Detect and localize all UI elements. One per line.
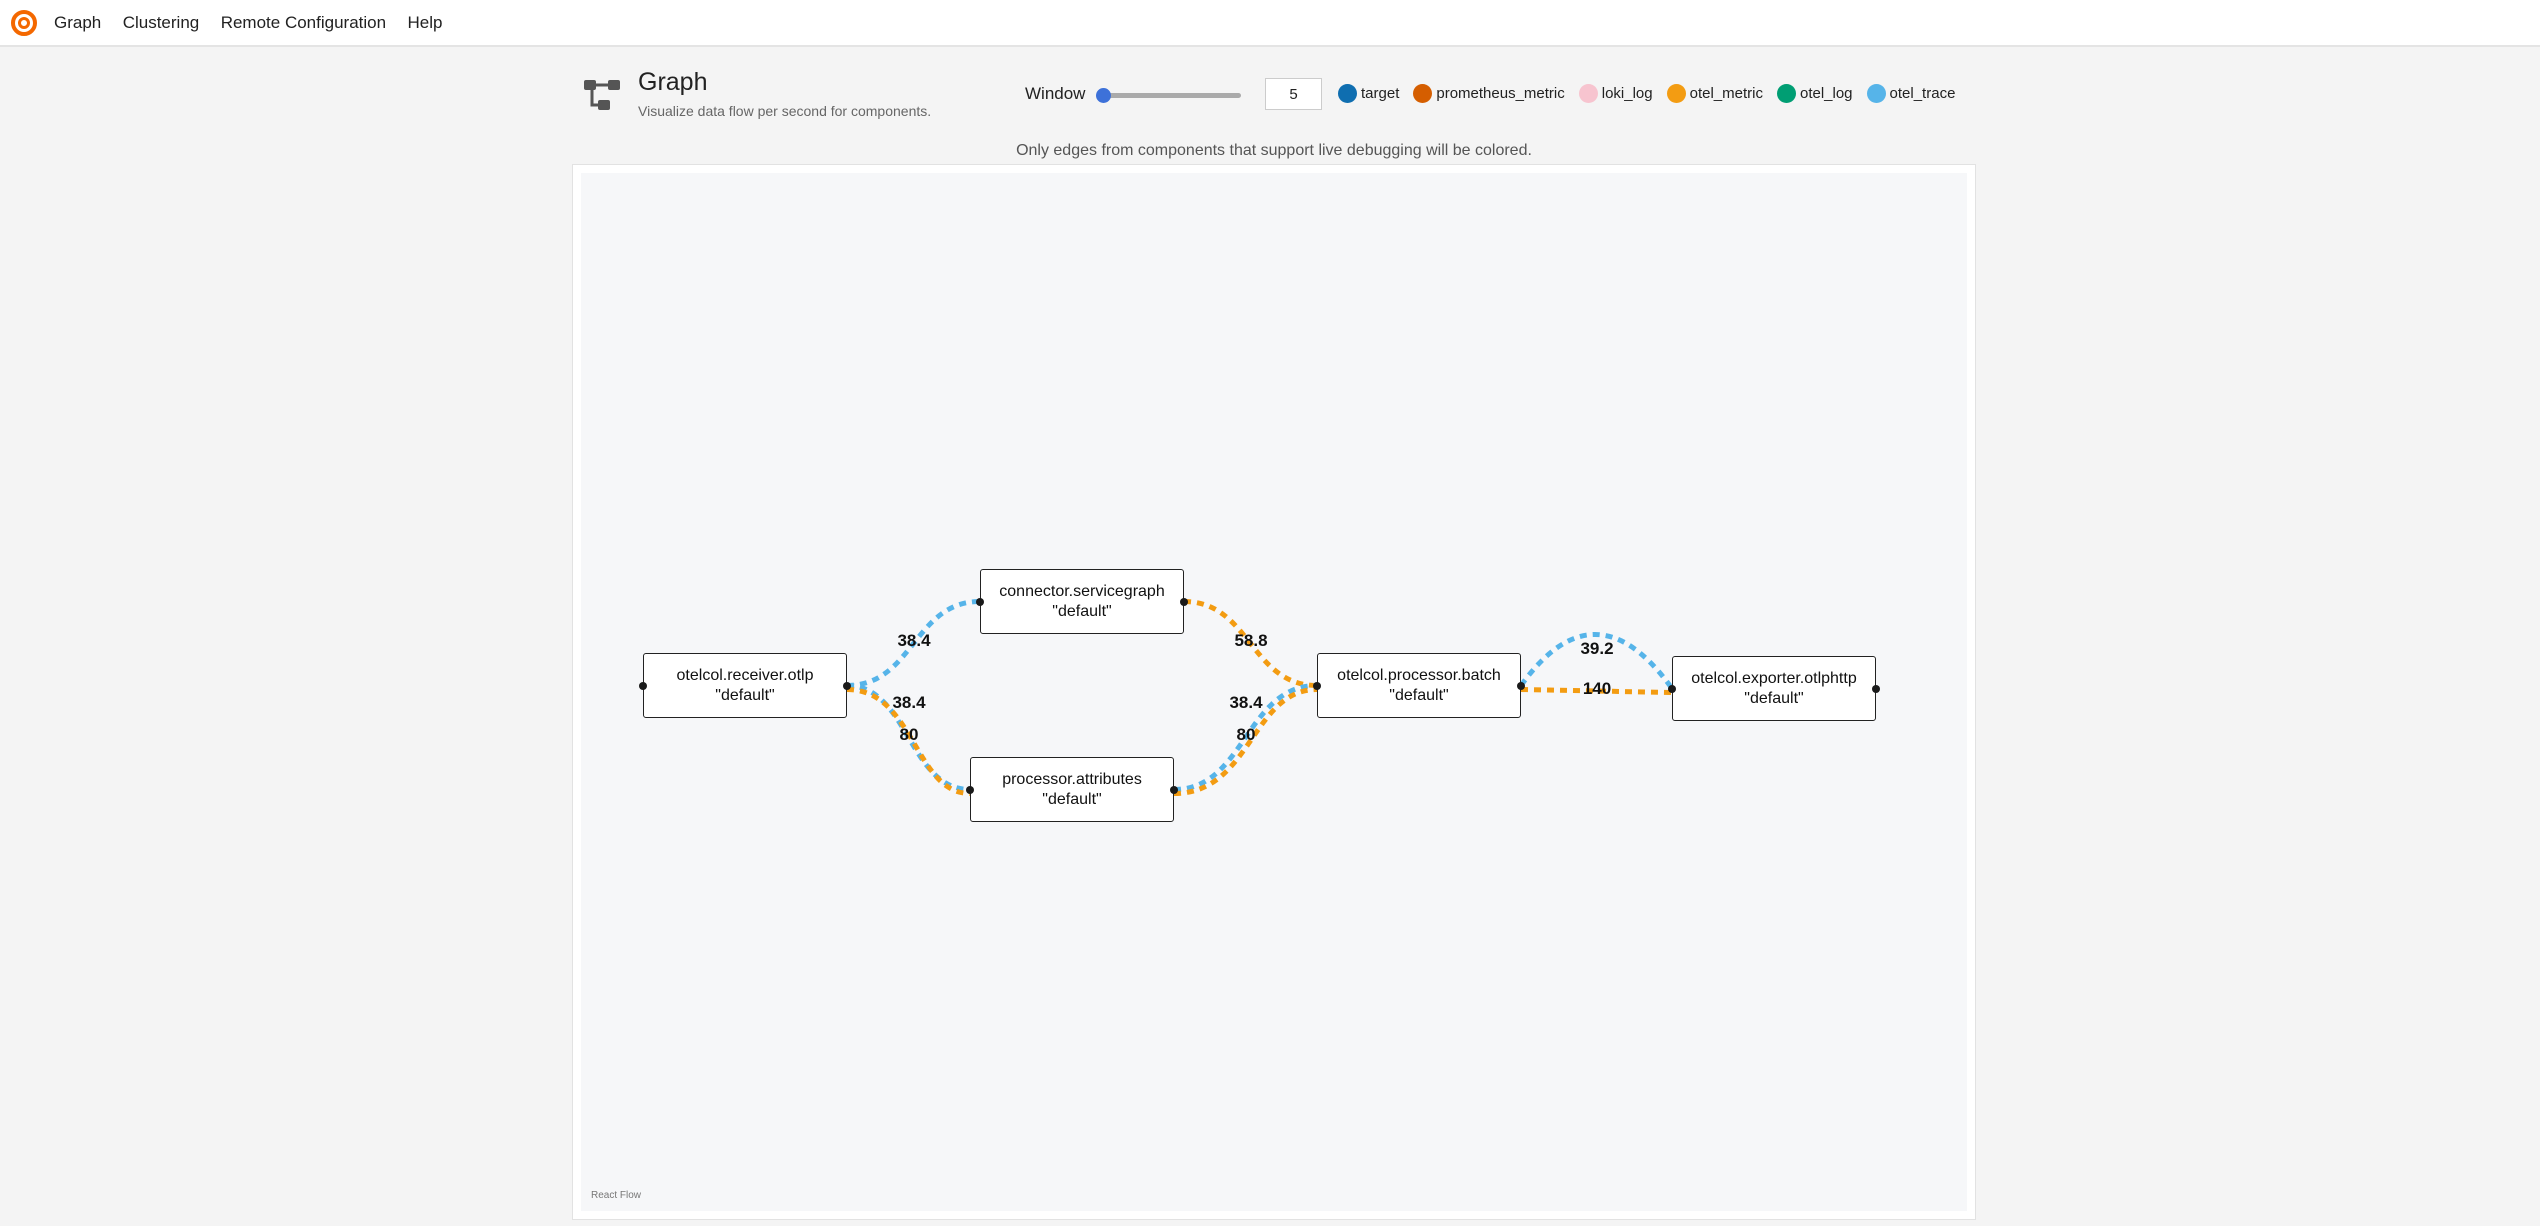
legend-item-otel-trace: otel_trace <box>1866 84 1956 103</box>
edge-label: 38.4 <box>1229 693 1263 712</box>
target-handle[interactable] <box>1313 681 1321 690</box>
node-label: "default" <box>1042 790 1102 808</box>
legend-item-prometheus-metric: prometheus_metric <box>1413 84 1565 103</box>
legend-item-target: target <box>1338 84 1399 103</box>
nav-remote-configuration[interactable]: Remote Configuration <box>220 12 387 32</box>
node-label: "default" <box>1744 689 1804 707</box>
legend-dot-icon <box>1666 84 1686 103</box>
legend-label: otel_trace <box>1889 85 1956 102</box>
grafana-alloy-logo-icon[interactable] <box>10 9 38 37</box>
node-label: "default" <box>1389 686 1449 704</box>
legend-item-otel-metric: otel_metric <box>1666 84 1763 103</box>
nav-help[interactable]: Help <box>407 12 443 32</box>
target-handle[interactable] <box>976 597 984 606</box>
live-debugging-note: Only edges from components that support … <box>1016 142 1532 159</box>
node-name: processor.attributes <box>1002 770 1142 788</box>
page-title: Graph <box>638 68 708 96</box>
window-slider[interactable] <box>1096 88 1241 103</box>
node-receiver[interactable]: otelcol.receiver.otlp "default" <box>639 653 851 718</box>
nav-clustering[interactable]: Clustering <box>122 12 200 32</box>
graph-icon <box>584 80 620 110</box>
legend-label: otel_metric <box>1689 85 1763 102</box>
window-input[interactable]: 5 <box>1265 78 1322 110</box>
source-handle[interactable] <box>843 681 851 690</box>
target-handle[interactable] <box>1668 684 1676 693</box>
node-name: connector.servicegraph <box>999 582 1165 600</box>
edge-label: 58.8 <box>1234 631 1268 650</box>
legend-dot-icon <box>1866 84 1886 103</box>
node-connector[interactable]: connector.servicegraph "default" <box>976 569 1188 634</box>
target-handle[interactable] <box>639 681 647 690</box>
legend-dot-icon <box>1578 84 1598 103</box>
legend-label: target <box>1361 85 1400 102</box>
react-flow-attribution[interactable]: React Flow <box>591 1190 642 1201</box>
node-batch[interactable]: otelcol.processor.batch "default" <box>1313 653 1525 718</box>
source-handle[interactable] <box>1872 684 1880 693</box>
source-handle[interactable] <box>1170 785 1178 794</box>
top-nav: Graph Clustering Remote Configuration He… <box>0 0 2540 47</box>
node-name: otelcol.receiver.otlp <box>676 666 814 684</box>
legend-item-otel-log: otel_log <box>1776 84 1853 103</box>
node-exporter[interactable]: otelcol.exporter.otlphttp "default" <box>1668 656 1880 721</box>
nav-graph[interactable]: Graph <box>54 12 102 32</box>
edge-label: 38.4 <box>892 693 926 712</box>
node-label: "default" <box>1052 602 1112 620</box>
legend-dot-icon <box>1413 84 1433 103</box>
node-name: otelcol.exporter.otlphttp <box>1691 669 1857 687</box>
legend: target prometheus_metric loki_log otel_metr… <box>1338 84 1969 103</box>
edge-label: 140 <box>1582 679 1612 698</box>
source-handle[interactable] <box>1180 597 1188 606</box>
legend-item-loki-log: loki_log <box>1578 84 1653 103</box>
legend-dot-icon <box>1776 84 1796 103</box>
legend-dot-icon <box>1338 84 1357 103</box>
target-handle[interactable] <box>966 785 974 794</box>
slider-thumb[interactable] <box>1096 88 1111 103</box>
edge-label: 39.2 <box>1580 639 1614 658</box>
node-attributes[interactable]: processor.attributes "default" <box>966 757 1178 822</box>
edge-label: 80 <box>899 725 919 744</box>
legend-label: otel_log <box>1799 85 1853 102</box>
edge-label: 80 <box>1236 725 1256 744</box>
legend-label: loki_log <box>1601 85 1653 102</box>
page-subtitle: Visualize data flow per second for compo… <box>638 103 932 119</box>
legend-label: prometheus_metric <box>1436 85 1565 102</box>
node-name: otelcol.processor.batch <box>1337 666 1501 684</box>
edge-label: 38.4 <box>897 631 931 650</box>
node-label: "default" <box>715 686 775 704</box>
source-handle[interactable] <box>1517 681 1525 690</box>
window-label: Window <box>1025 84 1086 103</box>
